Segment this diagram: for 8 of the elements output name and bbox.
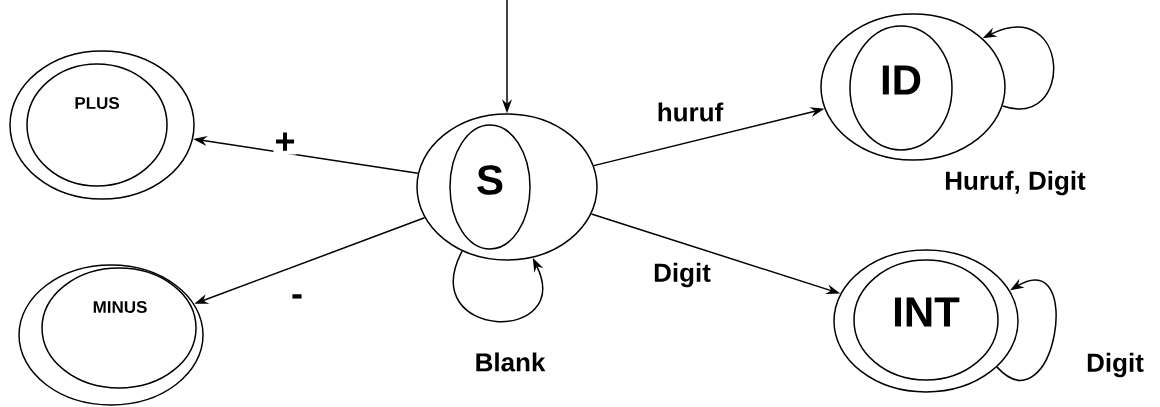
edge-label: +: [273, 131, 297, 155]
edge-label: Digit: [652, 261, 712, 289]
edge-label: huruf: [655, 101, 725, 123]
edge-label: Digit: [1085, 351, 1145, 379]
edge-label: -: [290, 293, 304, 307]
arrow: [453, 250, 544, 323]
edge-label: Blank: [473, 351, 547, 373]
edge-label: Huruf, Digit: [943, 169, 1087, 197]
